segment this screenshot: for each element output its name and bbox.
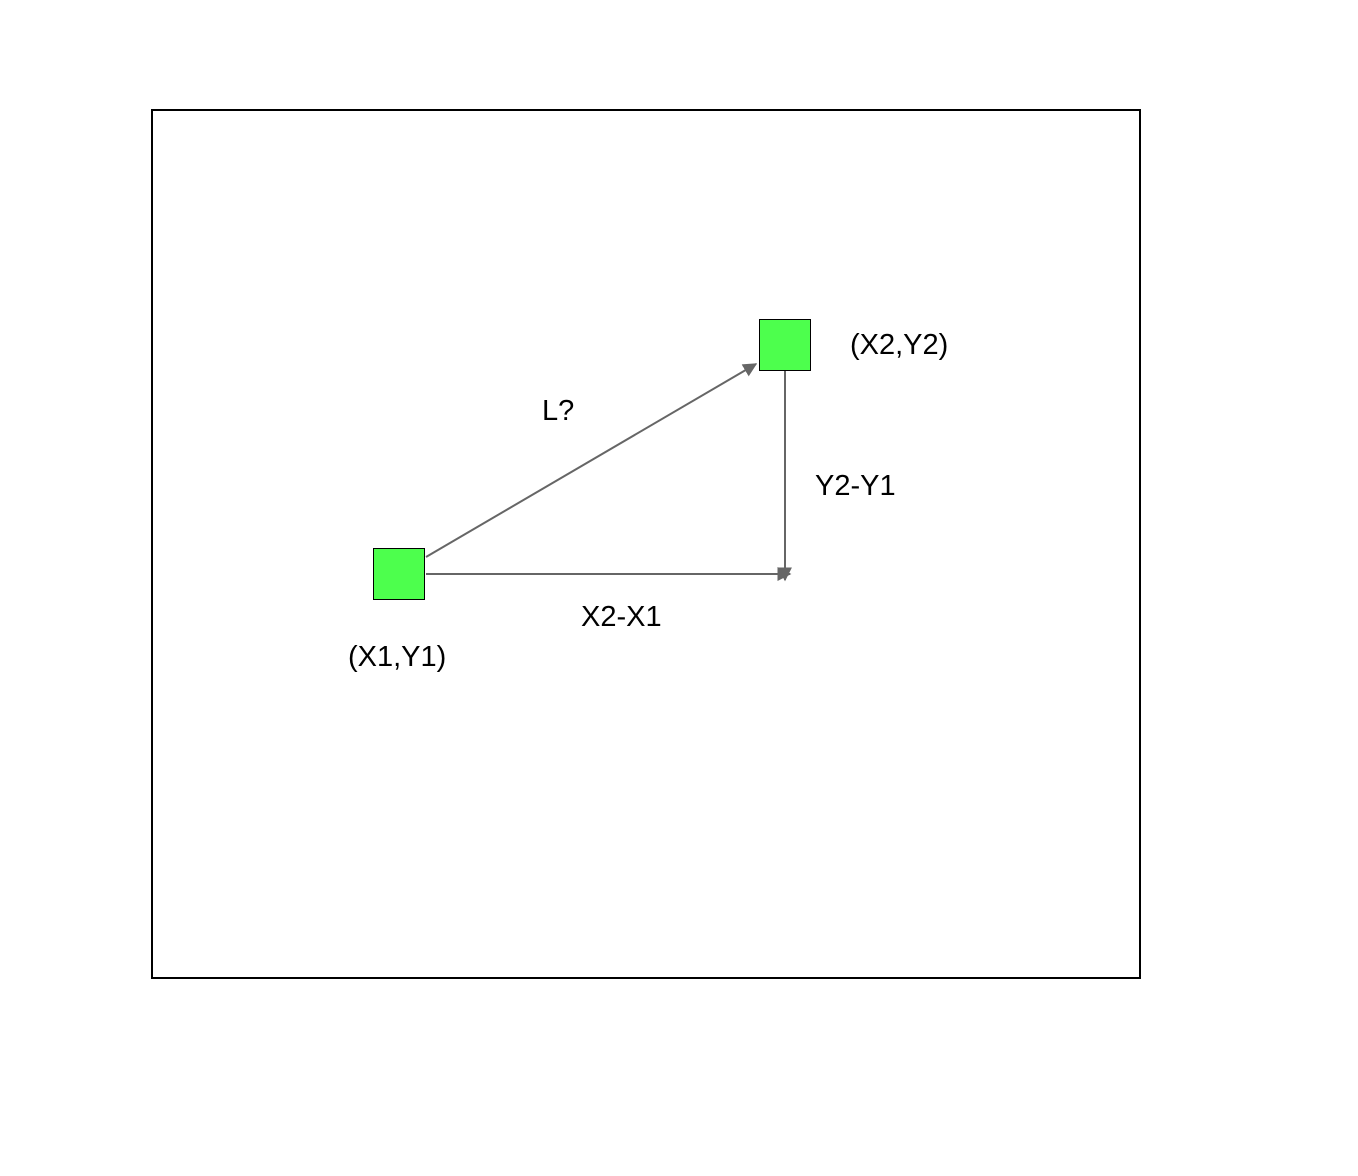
point2-label: (X2,Y2): [850, 329, 949, 361]
point1-label: (X1,Y1): [348, 641, 447, 673]
vertical-label: Y2-Y1: [815, 470, 896, 502]
diagram-frame: [151, 109, 1141, 979]
point1-node: [373, 548, 425, 600]
hypotenuse-label: L?: [542, 395, 575, 427]
hypotenuse-arrow: [425, 363, 758, 558]
point2-node: [759, 319, 811, 371]
horizontal-label: X2-X1: [581, 601, 662, 633]
